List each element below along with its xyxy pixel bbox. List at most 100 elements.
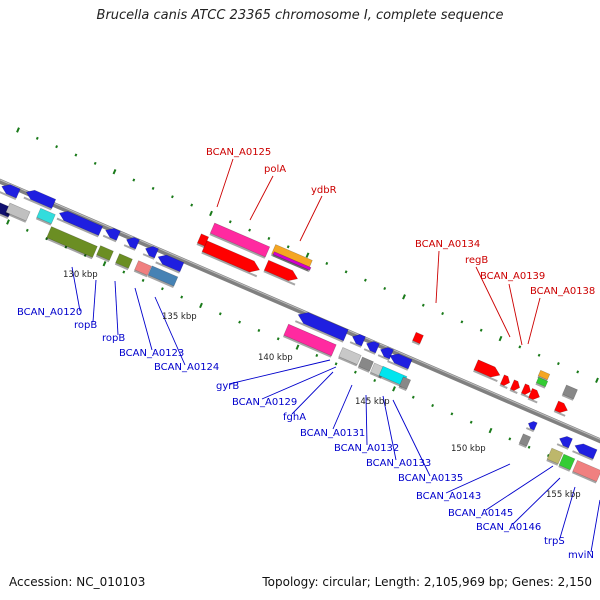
tick-mark [83,253,87,257]
gene-feature-shadow [556,443,569,450]
gene-label: BCAN_A0123 [119,348,184,359]
tick-mark [25,228,29,232]
gene-feature-shadow [572,450,594,461]
gene-label: trpS [544,536,565,547]
gene-feature [96,245,114,261]
tick-mark [122,270,126,274]
gene-feature [558,453,576,471]
gene-feature [145,246,159,259]
gene-feature-shadow [142,253,155,260]
tick-mark [64,245,68,249]
gene-label: BCAN_A0134 [415,239,480,250]
gene-feature-shadow [561,394,574,401]
gene-feature [389,353,413,370]
gene-label: gyrB [216,381,239,392]
gene-feature-shadow [102,234,117,243]
gene-feature-shadow [133,269,148,278]
gene-feature-shadow [209,233,266,259]
tick-mark [508,437,512,441]
tick-mark [6,219,10,225]
leader-line [365,394,368,446]
tick-mark [441,311,445,316]
tick-mark [527,445,531,449]
tick-mark [344,270,348,274]
gene-feature [157,254,185,273]
gene-feature [1,184,21,199]
gene-label: mviN [568,550,594,561]
tick-mark [190,203,194,207]
gene-feature-shadow [282,335,332,358]
gene-feature [352,334,366,347]
tick-label: 145 kbp [355,397,390,407]
sequence-backbone [0,178,600,444]
tick-mark [257,328,261,332]
leader-line [71,266,81,312]
gene-feature-shadow [535,382,546,389]
gene-feature-shadow [272,254,310,273]
leader-line [216,158,234,208]
gene-feature-shadow [525,427,535,433]
gene-label: BCAN_A0120 [17,307,82,318]
leader-line [114,280,119,336]
gene-feature [366,341,380,354]
tick-mark [305,252,310,258]
tick-mark [469,420,473,424]
tick-mark [112,169,117,175]
tick-mark [180,295,184,299]
gene-label: BCAN_A0138 [530,286,595,297]
gene-feature [5,202,31,222]
gene-feature [115,253,133,269]
gene-feature-shadow [56,217,99,238]
gene-feature [263,259,299,282]
gene-feature [283,323,337,357]
tick-mark [218,312,222,316]
tick-mark [295,344,300,350]
leader-line [485,465,554,511]
gene-feature-shadow [338,356,358,367]
genome-summary: Topology: circular; Length: 2,105,969 bp… [262,575,592,589]
gene-feature-shadow [147,275,174,288]
tick-mark [315,353,319,358]
tick-mark [238,320,242,324]
gene-features [0,184,600,484]
tick-mark [170,195,174,199]
gene-label: ropB [102,333,125,344]
tick-mark [421,303,425,307]
tick-mark [102,261,107,267]
gene-feature-shadow [294,320,344,343]
tick-mark [55,145,59,149]
gene-feature [509,379,521,391]
tick-mark [576,370,580,374]
tick-mark [479,328,483,332]
gene-feature-shadow [263,270,296,286]
gene-feature [537,369,551,381]
tick-mark [93,161,97,165]
gene-label: BCAN_A0143 [416,491,481,502]
gene-feature-shadow [123,244,136,251]
gene-feature-shadow [35,217,52,226]
gene-label: BCAN_A0124 [154,362,219,373]
gene-feature [562,384,578,400]
gene-feature-shadow [369,372,382,379]
tick-labels: 130 kbp 135 kbp 140 kbp 145 kbp 150 kbp … [63,270,581,500]
gene-feature-shadow [553,410,566,417]
gene-feature-shadow [196,243,205,249]
leader-line [435,250,440,304]
gene-feature-shadow [411,340,420,346]
gene-feature [105,228,121,241]
gene-feature [358,356,374,372]
tick-mark [141,278,145,282]
gene-feature [46,226,98,258]
tick-mark [450,412,454,416]
gene-feature-shadow [155,261,180,274]
tick-mark [488,427,493,434]
leader-line [590,499,600,553]
gene-feature-shadow [5,212,27,223]
tick-mark [334,362,338,366]
gene-feature [338,347,362,365]
map-title: Brucella canis ATCC 23365 chromosome I, … [96,8,504,23]
tick-mark [267,236,271,240]
tick-mark [518,345,522,349]
leader-line [154,296,186,366]
